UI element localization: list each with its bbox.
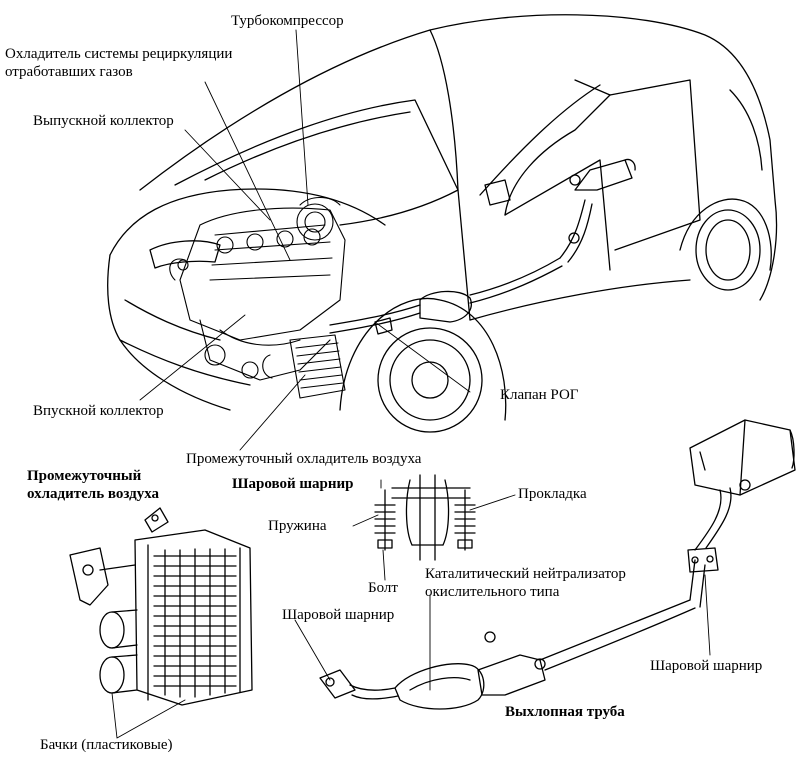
- label-exhaust-manifold: Выпускной коллектор: [33, 113, 174, 129]
- intercooler-detail-title: Промежуточный охладитель воздуха: [27, 468, 160, 502]
- label-tanks: Бачки (пластиковые): [40, 737, 173, 753]
- label-ball-joint-rear: Шаровой шарнир: [650, 658, 763, 674]
- label-egr-cooler: Охладитель системы рециркуляции отработа…: [5, 46, 233, 80]
- intercooler-detail: [69, 507, 253, 706]
- exhaust-pipe-detail: [319, 419, 796, 710]
- engine-assembly: [169, 196, 346, 381]
- label-egr-valve: Клапан РОГ: [500, 387, 579, 403]
- label-intake-manifold: Впускной коллектор: [33, 403, 164, 419]
- intercooler-in-car: [262, 334, 346, 399]
- label-bolt: Болт: [368, 580, 398, 596]
- label-gasket: Прокладка: [518, 486, 587, 502]
- label-intercooler: Промежуточный охладитель воздуха: [186, 451, 422, 467]
- label-catalyst: Каталитический нейтрализатор окислительн…: [425, 566, 626, 600]
- leader-lines: [111, 29, 711, 739]
- label-spring: Пружина: [268, 518, 327, 534]
- exhaust-pipe-title: Выхлопная труба: [505, 704, 625, 720]
- label-ball-joint-front: Шаровой шарнир: [282, 607, 395, 623]
- ball-joint-detail: [374, 474, 476, 561]
- ball-joint-detail-title: Шаровой шарнир: [232, 476, 354, 492]
- exhaust-in-car: [329, 158, 636, 335]
- label-turbocharger: Турбокомпрессор: [231, 13, 344, 29]
